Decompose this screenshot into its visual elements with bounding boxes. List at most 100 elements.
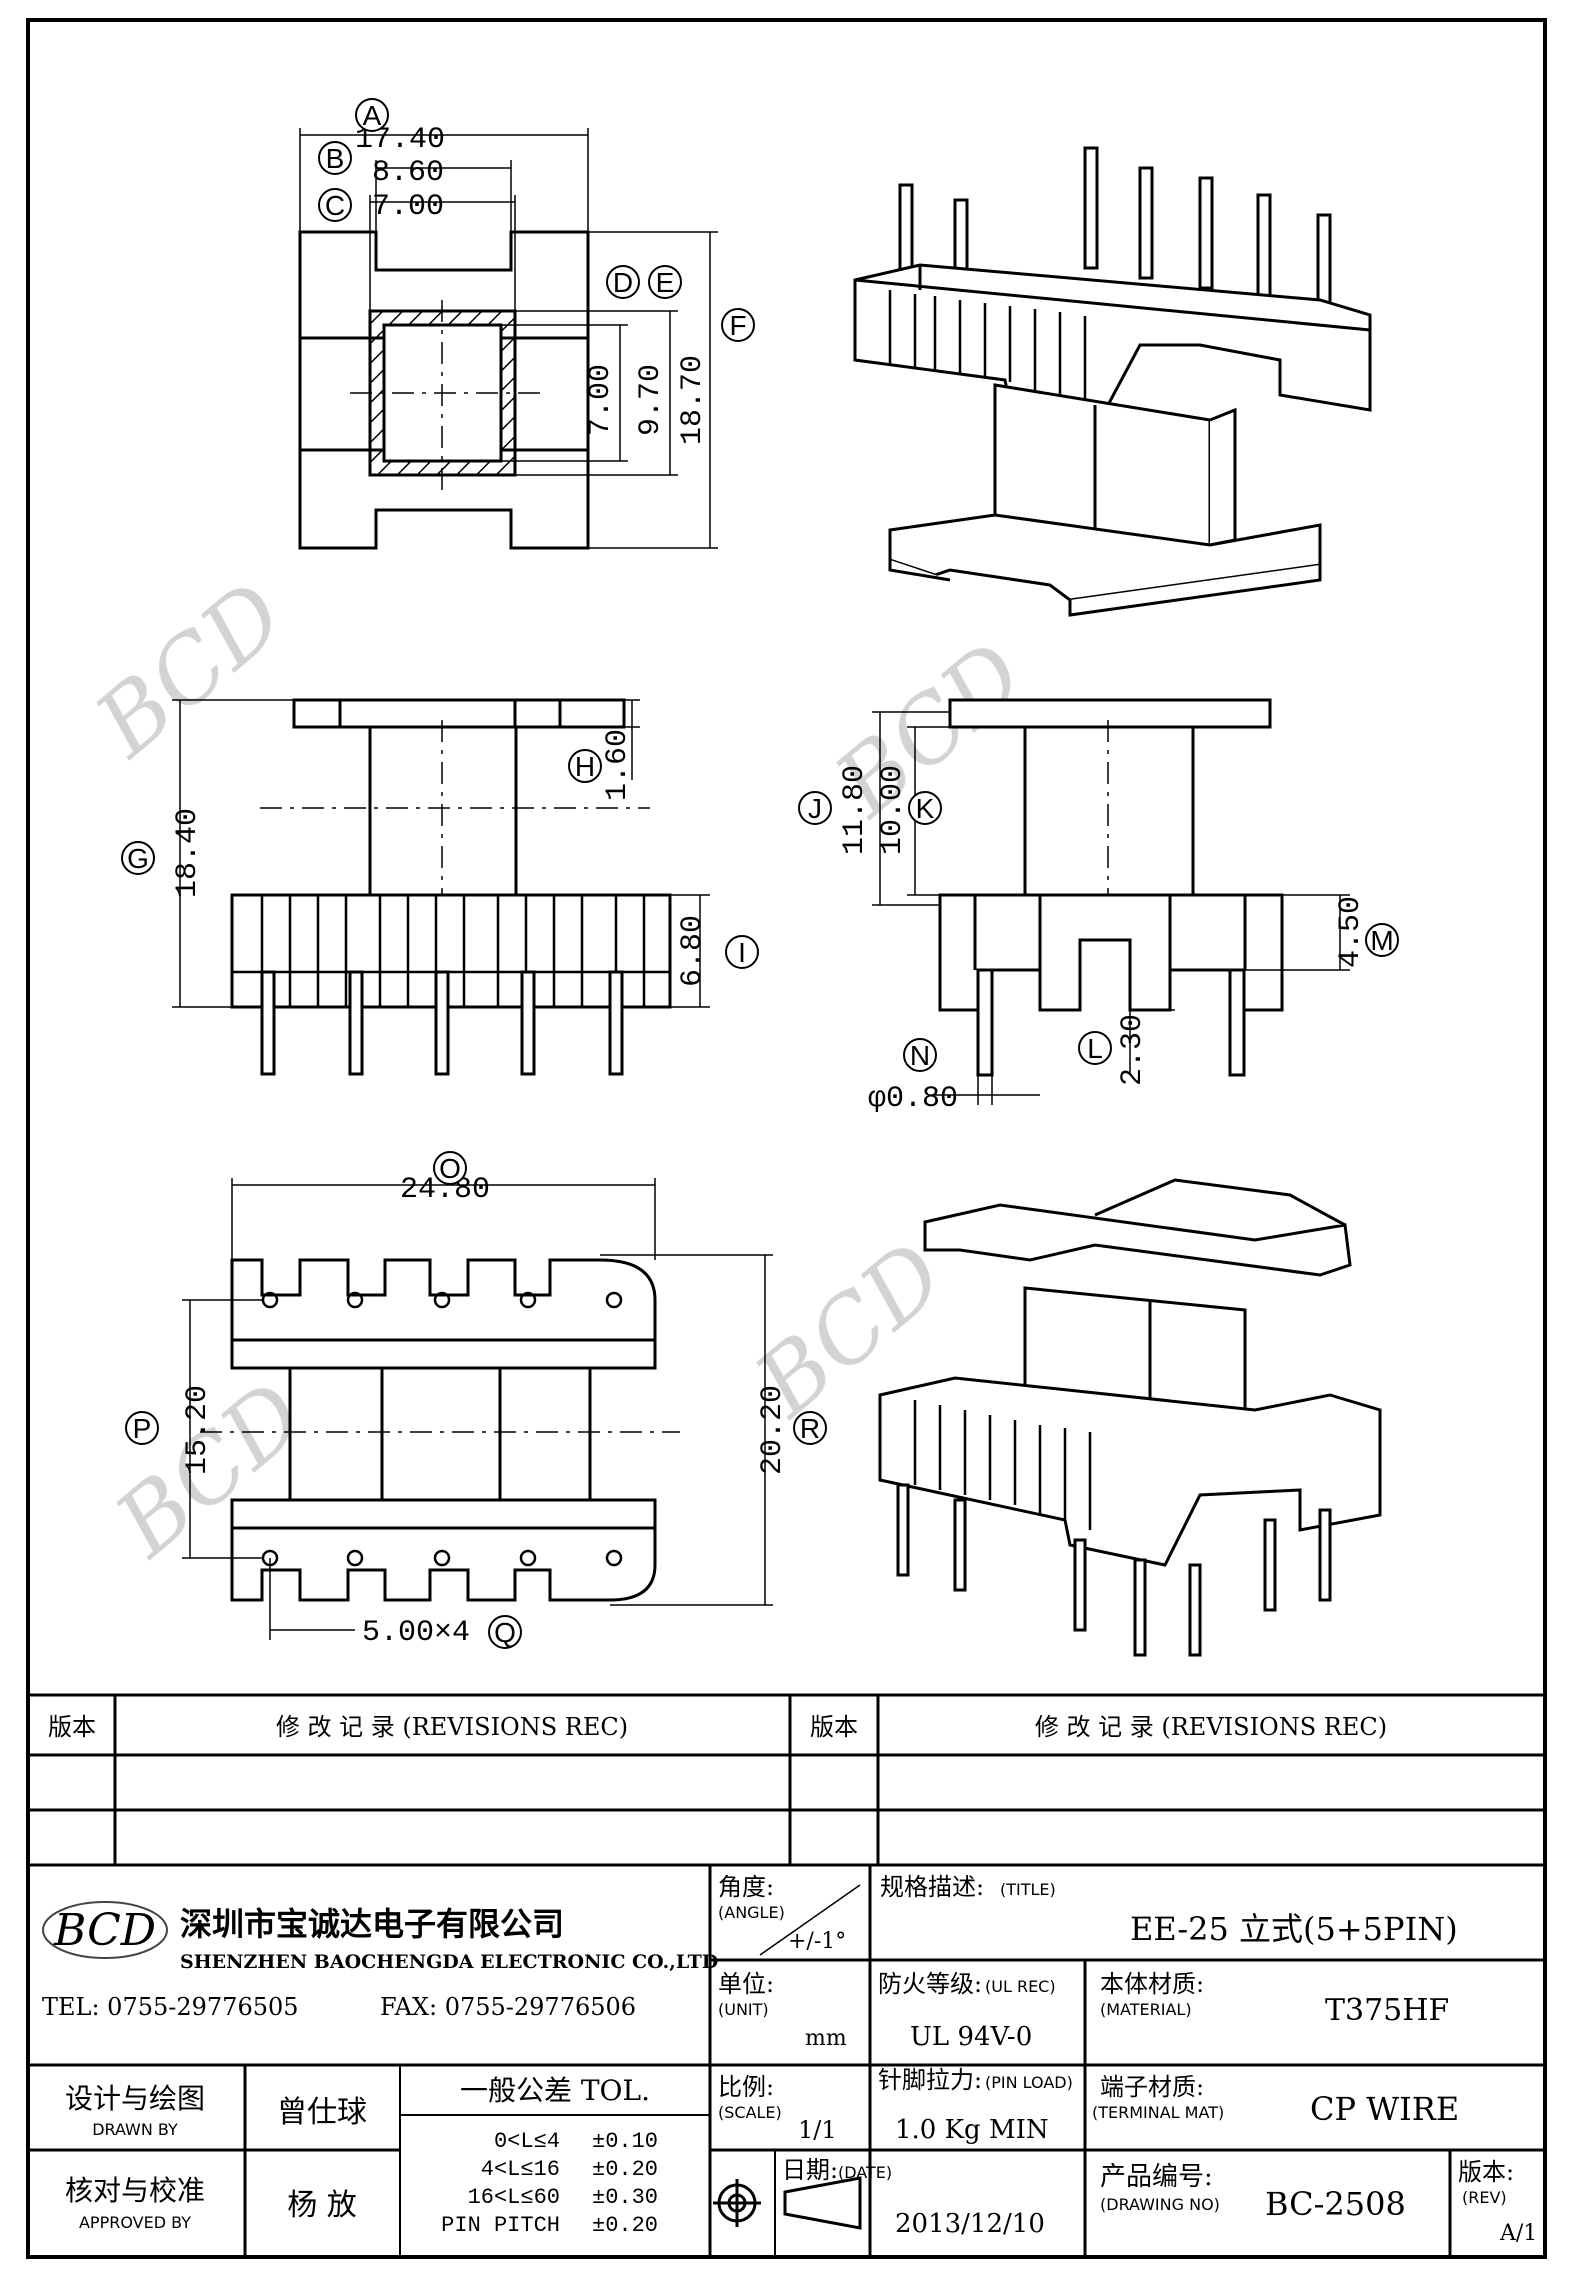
drawn-name: 曾仕球: [277, 2095, 367, 2130]
drawing-label: 产品编号:: [1100, 2162, 1213, 2192]
svg-text:P: P: [133, 1413, 152, 1444]
title-label-en: (TITLE): [1000, 1880, 1056, 1899]
svg-text:E: E: [656, 267, 675, 298]
company-logo: BCD: [42, 1901, 168, 1959]
terminal-label: 端子材质:: [1100, 2073, 1204, 2101]
rev-col-version-left: 版本: [48, 1713, 96, 1741]
tol-rows: 0<L≤4 ±0.10 4<L≤16 ±0.20 16<L≤60 ±0.30 P…: [441, 2129, 658, 2238]
svg-text:L: L: [1087, 1033, 1103, 1064]
rev-label: 版本:: [1458, 2158, 1514, 2186]
rev-col-record-right: 修 改 记 录 (REVISIONS REC): [1035, 1713, 1387, 1741]
company-fax: FAX: 0755-29776506: [380, 1993, 636, 2021]
front-view: [172, 698, 710, 1076]
date-label: 日期:: [782, 2156, 838, 2184]
dim-d: 7.00: [584, 364, 618, 436]
dim-e: 9.70: [634, 364, 668, 436]
top-view: [298, 128, 718, 550]
svg-text:±0.20: ±0.20: [592, 2157, 658, 2182]
date-label-en: (DATE): [838, 2163, 892, 2182]
material-value: T375HF: [1325, 1993, 1449, 2028]
tol-title: 一般公差 TOL.: [460, 2074, 650, 2107]
dim-p: 15.20: [181, 1385, 215, 1475]
svg-text:16<L≤60: 16<L≤60: [468, 2185, 560, 2210]
svg-text:B: B: [326, 143, 345, 174]
pinload-label-en: (PIN LOAD): [985, 2073, 1073, 2092]
material-label-en: (MATERIAL): [1100, 2000, 1192, 2019]
ul-label: 防火等级:: [878, 1970, 982, 1998]
rev-value: A/1: [1499, 2221, 1537, 2246]
dim-f: 18.70: [676, 355, 710, 445]
angle-label: 角度:: [718, 1873, 774, 1901]
svg-text:D: D: [613, 267, 633, 298]
sheet-border: [26, 18, 1547, 2259]
svg-text:Q: Q: [494, 1617, 516, 1648]
callouts: [121, 98, 1399, 1649]
terminal-value: CP WIRE: [1310, 2090, 1459, 2128]
rev-label-en: (REV): [1462, 2188, 1507, 2207]
dim-j: 11.80: [838, 765, 872, 855]
material-label: 本体材质:: [1100, 1970, 1204, 1998]
svg-text:±0.20: ±0.20: [592, 2213, 658, 2238]
dim-m: 4.50: [1334, 896, 1368, 968]
svg-text:±0.10: ±0.10: [592, 2129, 658, 2154]
svg-text:R: R: [800, 1413, 820, 1444]
approved-label-en: APPROVED BY: [79, 2213, 191, 2232]
approved-name: 杨 放: [287, 2188, 357, 2223]
ul-value: UL 94V-0: [910, 2022, 1032, 2052]
angle-label-en: (ANGLE): [718, 1903, 785, 1922]
scale-label: 比例:: [718, 2073, 774, 2101]
dim-l: 2.30: [1116, 1014, 1150, 1086]
unit-value: mm: [805, 2026, 847, 2051]
svg-text:N: N: [910, 1040, 930, 1071]
svg-text:A: A: [363, 100, 382, 131]
bottom-view: [182, 1178, 773, 1640]
drawing-value: BC-2508: [1265, 2185, 1406, 2223]
scale-value: 1/1: [798, 2116, 837, 2144]
revision-table: [28, 1693, 1545, 1867]
projection-symbol: [713, 2176, 862, 2230]
dim-n: φ0.80: [868, 1082, 958, 1116]
svg-text:O: O: [439, 1153, 461, 1184]
svg-text:4<L≤16: 4<L≤16: [481, 2157, 560, 2182]
dim-q: 5.00×4: [362, 1616, 470, 1650]
svg-text:I: I: [738, 937, 746, 968]
approved-label: 核对与校准: [65, 2174, 205, 2207]
terminal-label-en: (TERMINAL MAT): [1092, 2103, 1224, 2122]
rev-col-version-right: 版本: [810, 1713, 858, 1741]
svg-text:H: H: [575, 751, 595, 782]
dim-b: 8.60: [372, 156, 444, 190]
scale-label-en: (SCALE): [718, 2103, 782, 2122]
rev-col-record-left: 修 改 记 录 (REVISIONS REC): [276, 1713, 628, 1741]
company-name-cn: 深圳市宝诚达电子有限公司: [180, 1905, 564, 1943]
svg-text:J: J: [808, 793, 822, 824]
svg-text:BCD: BCD: [53, 1905, 156, 1956]
svg-text:0<L≤4: 0<L≤4: [494, 2129, 560, 2154]
svg-text:K: K: [916, 793, 935, 824]
svg-text:F: F: [729, 310, 746, 341]
drawn-label-en: DRAWN BY: [92, 2120, 178, 2139]
svg-text:G: G: [127, 843, 149, 874]
svg-text:M: M: [1370, 925, 1393, 956]
date-value: 2013/12/10: [895, 2209, 1045, 2239]
ul-label-en: (UL REC): [985, 1977, 1056, 1996]
dim-k: 10.00: [876, 765, 910, 855]
svg-text:PIN PITCH: PIN PITCH: [441, 2213, 560, 2238]
title-value: EE-25 立式(5+5PIN): [1130, 1910, 1458, 1948]
pinload-label: 针脚拉力:: [878, 2066, 982, 2094]
iso-view-top: [853, 146, 1372, 617]
pinload-value: 1.0 Kg MIN: [895, 2115, 1049, 2145]
dim-g: 18.40: [171, 808, 205, 898]
drawn-label: 设计与绘图: [65, 2082, 205, 2115]
iso-view-bottom: [878, 1178, 1382, 1657]
angle-value: +/-1°: [788, 1929, 846, 1954]
dim-c: 7.00: [372, 190, 444, 224]
title-label: 规格描述:: [880, 1873, 984, 1901]
unit-label: 单位:: [718, 1970, 774, 1998]
callout-letters: A B C D E F G H I J K L M N O P Q R: [127, 100, 1394, 1648]
company-tel: TEL: 0755-29776505: [42, 1993, 299, 2021]
drawing-label-en: (DRAWING NO): [1100, 2195, 1220, 2214]
title-block-grid: [28, 1865, 1545, 2257]
dim-r: 20.20: [756, 1385, 790, 1475]
dim-h: 1.60: [601, 729, 635, 801]
